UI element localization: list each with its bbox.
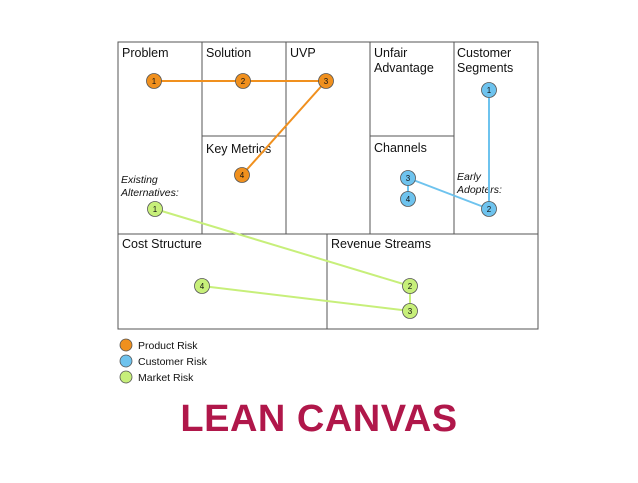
cell-titles: Problem Solution UVP Unfair Advantage Cu… bbox=[120, 46, 513, 251]
market-risk-node-circle-2 bbox=[402, 278, 418, 294]
cell-subtitle-early-adopters-line2: Adopters: bbox=[456, 184, 502, 196]
customer-risk-node-2: 2 bbox=[481, 201, 497, 217]
product-risk-node-circle-1 bbox=[146, 73, 162, 89]
risk-path-lines bbox=[154, 80, 490, 312]
customer-risk-node-circle-3 bbox=[400, 170, 416, 186]
customer-risk-node-label-1: 1 bbox=[487, 86, 492, 95]
market-risk-node-label-4: 4 bbox=[200, 282, 205, 291]
cell-title-unfair-advantage-line1: Unfair bbox=[374, 46, 407, 60]
legend-label-market-risk: Market Risk bbox=[138, 372, 194, 384]
customer-risk-node-label-2: 2 bbox=[487, 205, 492, 214]
market-risk-node-label-3: 3 bbox=[408, 307, 413, 316]
cell-title-problem: Problem bbox=[122, 46, 169, 60]
market-risk-node-2: 2 bbox=[402, 278, 418, 294]
canvas-grid bbox=[117, 41, 539, 330]
legend-swatch-market-risk bbox=[119, 370, 133, 384]
customer-risk-node-circle-1 bbox=[481, 82, 497, 98]
customer-risk-node-circle-4 bbox=[400, 191, 416, 207]
cell-subtitle-early-adopters-line1: Early bbox=[457, 171, 482, 183]
main-title: LEAN CANVAS bbox=[180, 398, 458, 440]
customer-risk-node-3: 3 bbox=[400, 170, 416, 186]
market-risk-link-1-2 bbox=[154, 208, 411, 287]
product-risk-node-4: 4 bbox=[234, 167, 250, 183]
customer-risk-node-1: 1 bbox=[481, 82, 497, 98]
canvas-border bbox=[117, 41, 539, 330]
cell-title-customer-segments-line1: Customer bbox=[457, 46, 511, 60]
product-risk-node-label-2: 2 bbox=[241, 77, 246, 86]
legend: Product Risk Customer Risk Market Risk bbox=[119, 338, 208, 384]
cell-title-solution: Solution bbox=[206, 46, 251, 60]
legend-label-product-risk: Product Risk bbox=[138, 340, 198, 352]
product-risk-link-3-4 bbox=[241, 80, 327, 176]
product-risk-node-circle-2 bbox=[235, 73, 251, 89]
cell-subtitle-existing-alternatives-line2: Alternatives: bbox=[120, 187, 179, 199]
market-risk-node-circle-4 bbox=[194, 278, 210, 294]
product-risk-node-label-1: 1 bbox=[152, 77, 157, 86]
legend-label-customer-risk: Customer Risk bbox=[138, 356, 208, 368]
cell-title-cost-structure: Cost Structure bbox=[122, 237, 202, 251]
legend-swatch-customer-risk bbox=[119, 354, 133, 368]
product-risk-node-2: 2 bbox=[235, 73, 251, 89]
market-risk-node-label-1: 1 bbox=[153, 205, 158, 214]
product-risk-node-circle-3 bbox=[318, 73, 334, 89]
product-risk-node-label-3: 3 bbox=[324, 77, 329, 86]
market-risk-node-label-2: 2 bbox=[408, 282, 413, 291]
cell-title-revenue-streams: Revenue Streams bbox=[331, 237, 431, 251]
customer-risk-node-4: 4 bbox=[400, 191, 416, 207]
market-risk-node-circle-3 bbox=[402, 303, 418, 319]
customer-risk-link-2-3 bbox=[407, 177, 490, 210]
cell-title-unfair-advantage-line2: Advantage bbox=[374, 61, 434, 75]
legend-swatch-product-risk bbox=[119, 338, 133, 352]
product-risk-node-circle-4 bbox=[234, 167, 250, 183]
market-risk-node-3: 3 bbox=[402, 303, 418, 319]
cell-subtitle-existing-alternatives-line1: Existing bbox=[121, 174, 158, 186]
customer-risk-node-label-4: 4 bbox=[406, 195, 411, 204]
market-risk-link-3-4 bbox=[201, 285, 411, 312]
customer-risk-node-label-3: 3 bbox=[406, 174, 411, 183]
cell-title-key-metrics: Key Metrics bbox=[206, 142, 271, 156]
product-risk-node-label-4: 4 bbox=[240, 171, 245, 180]
cell-title-uvp: UVP bbox=[290, 46, 316, 60]
customer-risk-node-circle-2 bbox=[481, 201, 497, 217]
product-risk-node-1: 1 bbox=[146, 73, 162, 89]
product-risk-node-3: 3 bbox=[318, 73, 334, 89]
market-risk-node-circle-1 bbox=[147, 201, 163, 217]
cell-title-channels: Channels bbox=[374, 141, 427, 155]
market-risk-node-1: 1 bbox=[147, 201, 163, 217]
cell-title-customer-segments-line2: Segments bbox=[457, 61, 513, 75]
market-risk-node-4: 4 bbox=[194, 278, 210, 294]
risk-path-nodes: 1 2 3 4 1 2 3 4 1 2 3 4 bbox=[146, 73, 497, 319]
